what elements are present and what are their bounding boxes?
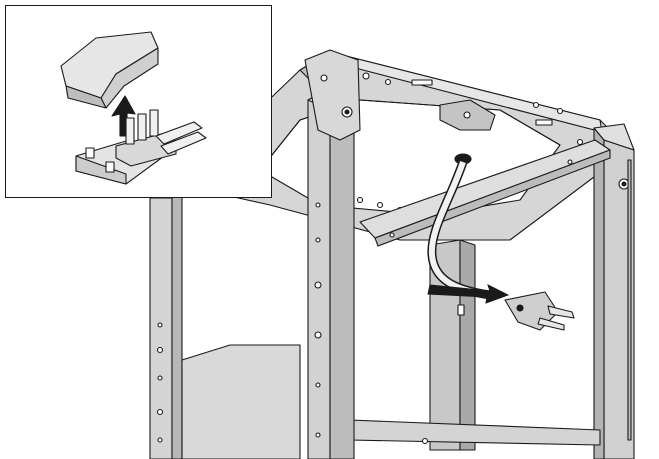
terminal-cover <box>60 31 159 109</box>
plug <box>504 291 575 331</box>
terminal-detail <box>60 31 207 185</box>
rear-right-post <box>593 123 635 459</box>
front-left-post <box>304 49 361 459</box>
pull-arrow <box>427 284 510 304</box>
detail-inset <box>5 5 272 198</box>
left-post <box>149 189 301 459</box>
terminal-block <box>75 109 207 185</box>
